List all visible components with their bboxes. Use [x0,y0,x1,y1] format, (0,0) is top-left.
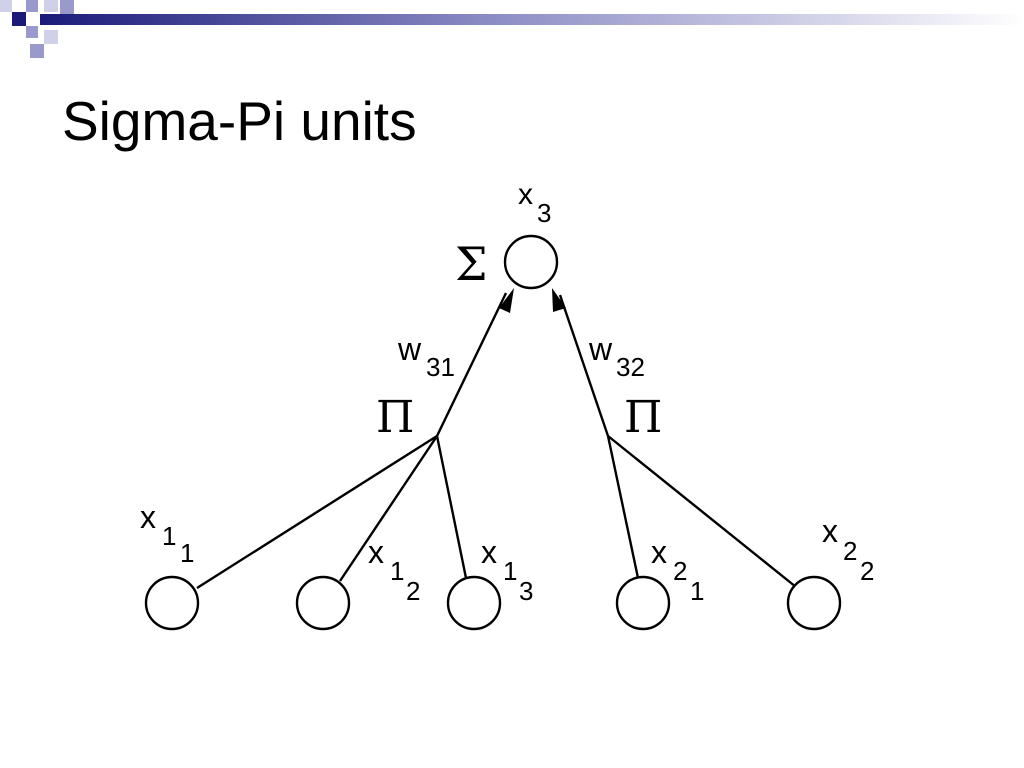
svg-text:32: 32 [616,352,645,382]
header-gradient-bar [40,14,1024,25]
arrowhead-w31 [499,288,514,313]
label-w32: w 32 [588,331,645,382]
deco-square [30,44,44,58]
node-x21 [615,575,671,631]
deco-square [0,0,12,12]
deco-square [26,26,38,38]
svg-text:x: x [651,534,667,570]
sum-symbol: Σ [455,237,488,291]
svg-text:1: 1 [690,576,704,606]
edges [196,288,797,590]
node-x3 [503,234,559,290]
svg-text:2: 2 [860,556,874,586]
svg-text:31: 31 [426,352,455,382]
node-x22 [786,575,842,631]
edge-x21 [606,435,640,579]
page-title: Sigma-Pi units [62,90,417,152]
label-x11: x 1 1 [140,499,194,568]
svg-text:x: x [518,178,533,211]
edge-x12 [339,435,438,582]
svg-text:1: 1 [503,556,517,586]
edge-x22 [607,435,797,588]
label-x13: x 1 3 [481,534,533,606]
svg-text:3: 3 [519,576,533,606]
node-x11 [144,575,200,631]
svg-text:x: x [481,534,497,570]
edge-x11 [196,434,438,590]
edge-x13 [435,435,468,579]
product-symbol-right: Π [624,392,662,443]
svg-text:w: w [588,331,613,367]
svg-text:3: 3 [537,198,551,228]
svg-text:2: 2 [406,576,420,606]
node-x13 [446,575,502,631]
label-x12: x 1 2 [368,534,420,606]
deco-square [26,0,38,12]
svg-text:1: 1 [390,556,404,586]
edge-w31 [435,292,508,437]
node-x12 [295,575,351,631]
label-x21: x 2 1 [651,534,704,606]
deco-square [44,0,58,12]
label-w31: w 31 [397,331,455,382]
edge-w32 [558,294,610,437]
svg-text:2: 2 [843,536,857,566]
deco-square [12,12,26,26]
svg-text:x: x [822,513,838,549]
label-x22: x 2 2 [822,513,874,586]
svg-text:w: w [397,331,422,367]
deco-square [60,0,74,14]
svg-text:1: 1 [162,521,176,551]
header-decoration [0,0,1024,58]
deco-square [44,30,58,44]
svg-text:x: x [368,534,384,570]
arrowhead-w32 [552,288,566,312]
svg-text:2: 2 [673,556,687,586]
product-symbol-left: Π [376,392,414,443]
label-x3: x 3 [518,178,551,228]
svg-text:x: x [140,499,156,535]
svg-text:1: 1 [180,538,194,568]
